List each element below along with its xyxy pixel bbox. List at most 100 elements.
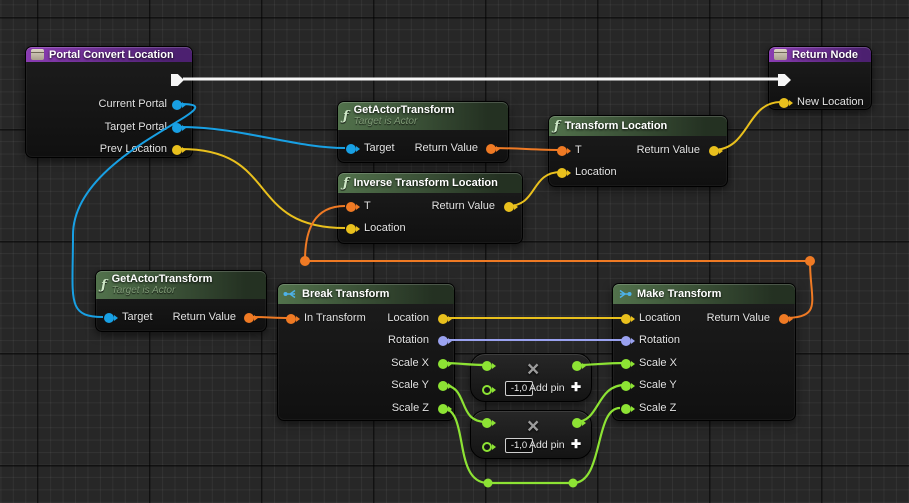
node-return[interactable]: Return Node New Location bbox=[768, 46, 872, 110]
exec-input-pin[interactable] bbox=[778, 74, 791, 86]
pin-location[interactable] bbox=[346, 224, 360, 234]
node-make-transform[interactable]: Make Transform Location Rotation Scale X… bbox=[612, 283, 796, 421]
pin-label: Scale X bbox=[639, 357, 677, 369]
pin-return-value[interactable] bbox=[244, 313, 258, 323]
pin-label: Scale X bbox=[391, 357, 429, 369]
node-header: Break Transform bbox=[278, 284, 454, 304]
node-portal-convert-location[interactable]: Portal Convert Location Current Portal T… bbox=[25, 46, 193, 158]
multiply-b-value-input[interactable] bbox=[505, 381, 533, 396]
pin-multiply-out[interactable] bbox=[572, 418, 586, 428]
node-header: ƒ Inverse Transform Location bbox=[338, 173, 522, 193]
node-header: ƒ Transform Location bbox=[549, 116, 727, 136]
pin-label: Scale Z bbox=[391, 402, 429, 414]
pin-location[interactable] bbox=[557, 168, 571, 178]
pin-return-value[interactable] bbox=[504, 202, 518, 212]
node-title: Portal Convert Location bbox=[49, 48, 174, 61]
node-get-actor-transform-2[interactable]: ƒ GetActorTransform Target is Actor Targ… bbox=[95, 270, 267, 332]
pin-label: Return Value bbox=[706, 312, 770, 324]
pin-label: Rotation bbox=[388, 334, 429, 346]
multiply-operator-icon: × bbox=[527, 358, 540, 381]
node-transform-location[interactable]: ƒ Transform Location T Location Return V… bbox=[548, 115, 728, 187]
reroute-node-green-left[interactable] bbox=[483, 478, 493, 488]
node-subtitle: Target is Actor bbox=[353, 116, 418, 127]
multiply-operator-icon: × bbox=[527, 415, 540, 438]
pin-label: Location bbox=[364, 222, 406, 234]
pin-multiply-b[interactable] bbox=[482, 385, 496, 395]
node-header: ƒ GetActorTransform Target is Actor bbox=[338, 102, 508, 130]
node-inverse-transform-location[interactable]: ƒ Inverse Transform Location T Location … bbox=[337, 172, 523, 244]
reroute-node-orange-right[interactable] bbox=[805, 256, 815, 266]
pin-current-portal[interactable] bbox=[172, 100, 186, 110]
pin-label: New Location bbox=[797, 96, 864, 108]
pin-target[interactable] bbox=[104, 313, 118, 323]
node-title: Break Transform bbox=[302, 288, 390, 300]
pin-return-value[interactable] bbox=[779, 314, 793, 324]
exec-output-pin[interactable] bbox=[171, 74, 184, 86]
pin-target-portal[interactable] bbox=[172, 123, 186, 133]
pin-rotation-in[interactable] bbox=[621, 336, 635, 346]
pin-prev-location[interactable] bbox=[172, 145, 186, 155]
node-header: ƒ GetActorTransform Target is Actor bbox=[96, 271, 266, 299]
pin-label: Return Value bbox=[172, 311, 236, 323]
break-struct-icon bbox=[283, 289, 296, 299]
pin-rotation-out[interactable] bbox=[438, 336, 452, 346]
add-pin-label: Add pin bbox=[529, 439, 565, 451]
reroute-node-orange-left[interactable] bbox=[300, 256, 310, 266]
function-icon: ƒ bbox=[554, 118, 560, 134]
pin-label: Return Value bbox=[636, 144, 700, 156]
pin-return-value[interactable] bbox=[486, 144, 500, 154]
add-pin-button[interactable]: ✚ bbox=[571, 437, 582, 451]
pin-scale-x-in[interactable] bbox=[621, 359, 635, 369]
pin-return-value[interactable] bbox=[709, 146, 723, 156]
pin-t[interactable] bbox=[557, 146, 571, 156]
pin-multiply-b[interactable] bbox=[482, 442, 496, 452]
pin-new-location[interactable] bbox=[779, 98, 793, 108]
node-title: Transform Location bbox=[564, 120, 668, 132]
node-title: Make Transform bbox=[637, 288, 722, 300]
reroute-node-green-right[interactable] bbox=[568, 478, 578, 488]
node-break-transform[interactable]: Break Transform In Transform Location Ro… bbox=[277, 283, 455, 421]
pin-label: Return Value bbox=[431, 200, 495, 212]
pin-label: Location bbox=[639, 312, 681, 324]
node-get-actor-transform-1[interactable]: ƒ GetActorTransform Target is Actor Targ… bbox=[337, 101, 509, 163]
function-result-icon bbox=[774, 49, 787, 60]
node-title: GetActorTransform bbox=[353, 104, 455, 116]
pin-label: Target Portal bbox=[104, 121, 167, 133]
pin-in-transform[interactable] bbox=[286, 314, 300, 324]
node-header: Make Transform bbox=[613, 284, 795, 304]
add-pin-button[interactable]: ✚ bbox=[571, 380, 582, 394]
function-icon: ƒ bbox=[101, 277, 107, 293]
pin-scale-x-out[interactable] bbox=[438, 359, 452, 369]
pin-multiply-a[interactable] bbox=[482, 361, 496, 371]
function-icon: ƒ bbox=[343, 175, 349, 191]
pin-label: Scale Z bbox=[639, 402, 677, 414]
pin-scale-z-in[interactable] bbox=[621, 404, 635, 414]
node-title: Return Node bbox=[792, 48, 858, 61]
function-entry-icon bbox=[31, 49, 44, 60]
pin-multiply-out[interactable] bbox=[572, 361, 586, 371]
pin-location-in[interactable] bbox=[621, 314, 635, 324]
wire-prev-location bbox=[180, 148, 346, 229]
multiply-b-value-input[interactable] bbox=[505, 438, 533, 453]
pin-label: T bbox=[575, 144, 582, 156]
node-multiply-1[interactable]: × Add pin ✚ bbox=[470, 353, 592, 402]
node-subtitle: Target is Actor bbox=[111, 285, 176, 296]
pin-target[interactable] bbox=[346, 144, 360, 154]
pin-scale-z-out[interactable] bbox=[438, 404, 452, 414]
node-header: Portal Convert Location bbox=[26, 47, 192, 62]
pin-label: Scale Y bbox=[391, 379, 429, 391]
pin-label: T bbox=[364, 200, 371, 212]
pin-label: In Transform bbox=[304, 312, 366, 324]
pin-label: Scale Y bbox=[639, 379, 677, 391]
pin-scale-y-out[interactable] bbox=[438, 381, 452, 391]
pin-scale-y-in[interactable] bbox=[621, 381, 635, 391]
pin-multiply-a[interactable] bbox=[482, 418, 496, 428]
pin-label: Rotation bbox=[639, 334, 680, 346]
node-title: Inverse Transform Location bbox=[353, 177, 498, 189]
pin-label: Location bbox=[387, 312, 429, 324]
node-multiply-2[interactable]: × Add pin ✚ bbox=[470, 410, 592, 459]
pin-t[interactable] bbox=[346, 202, 360, 212]
pin-location-out[interactable] bbox=[438, 314, 452, 324]
pin-label: Target bbox=[364, 142, 395, 154]
